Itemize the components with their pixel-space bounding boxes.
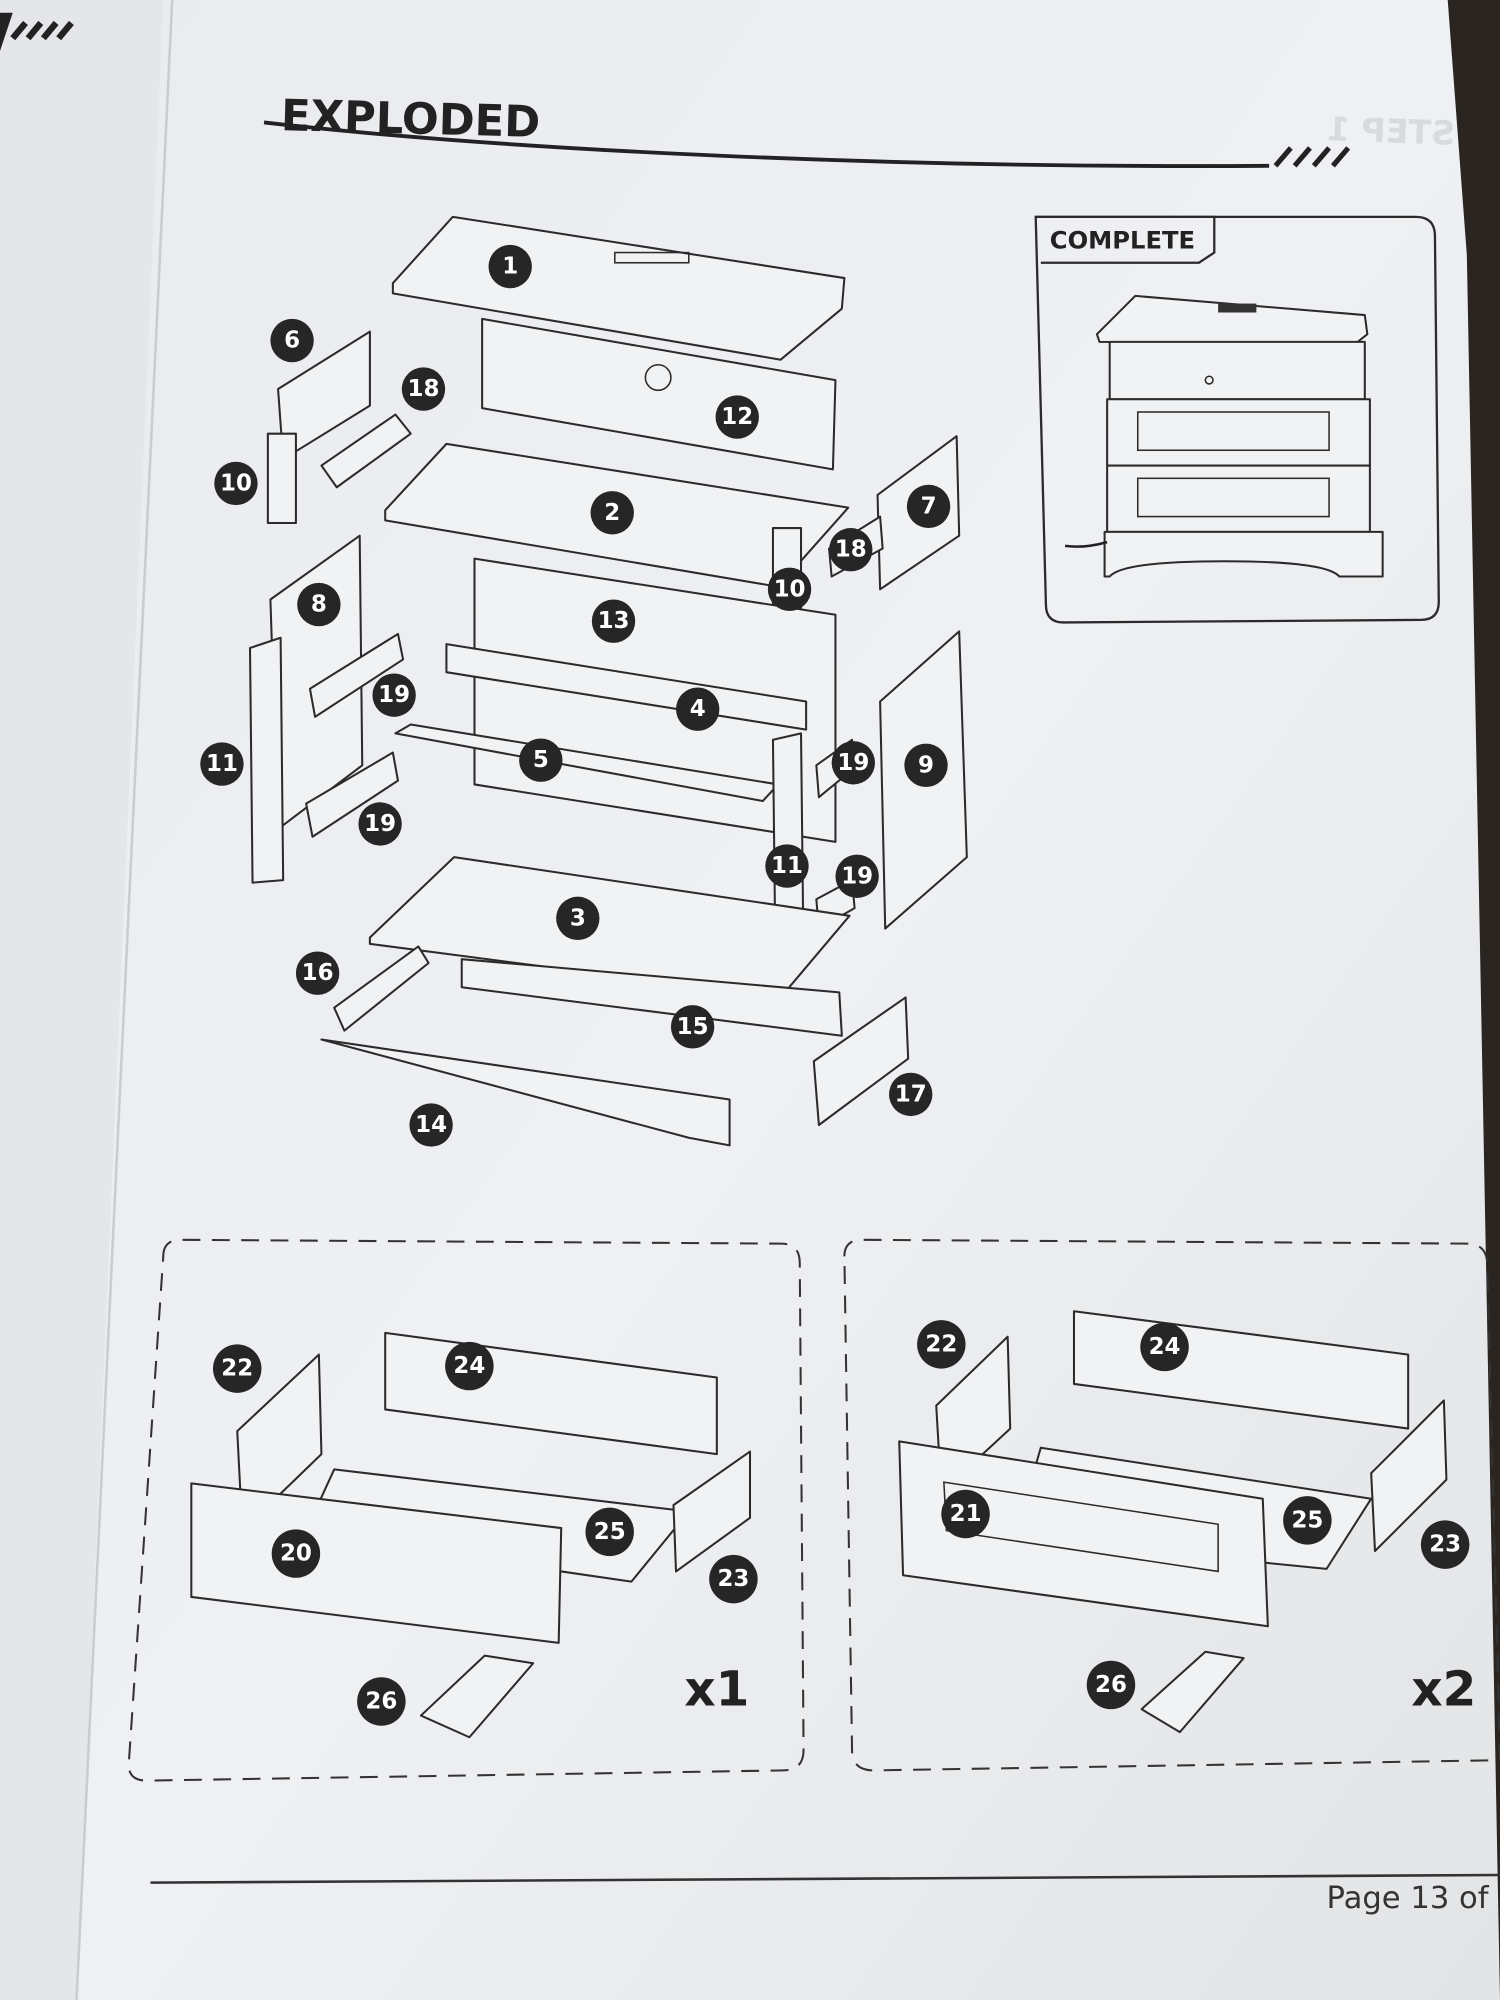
part-label: 25 [1291,1507,1323,1533]
part-label: 8 [311,592,327,618]
part-label: 17 [895,1081,927,1107]
part-label: 23 [717,1566,749,1592]
part-label: 4 [690,696,706,722]
step-label-showthrough: STEP 1 [1326,109,1455,152]
part-label: 10 [220,470,252,496]
part-label: 22 [221,1356,253,1382]
part-label: 19 [378,682,410,708]
quantity-single: x1 [684,1661,749,1717]
complete-label: COMPLETE [1050,227,1195,255]
part-label: 14 [415,1112,447,1138]
part-label: 24 [1149,1334,1181,1360]
section-title: EXPLODED [280,91,541,148]
part-label: 5 [533,747,549,773]
part-label: 19 [837,750,869,776]
part-label: 25 [594,1519,626,1545]
part-labels: 1 6 18 12 10 2 7 18 10 8 13 4 19 11 5 19… [200,244,951,1147]
complete-preview-box: COMPLETE [1034,215,1440,624]
part-label: 12 [721,404,753,430]
part-label: 21 [950,1501,982,1527]
drawer-assembly-double: 22 24 21 25 23 26 x2 [843,1238,1500,1772]
part-label: 24 [453,1353,485,1379]
part-label: 18 [835,537,867,563]
part-label: 19 [841,863,873,889]
nightstand-illustration [1064,294,1384,578]
part-label: 26 [1095,1672,1127,1698]
part-label: 11 [206,751,238,777]
part-label: 16 [302,960,334,986]
quantity-double: x2 [1411,1661,1476,1717]
section-header: EXPLODED STEP 1 [263,91,1456,168]
part-label: 13 [598,608,630,634]
footer-divider [150,1873,1500,1884]
part-label: 9 [918,752,934,778]
part-label: 18 [408,376,440,402]
part-label: 15 [677,1014,709,1040]
part-label: 1 [502,254,518,280]
part-label: 10 [774,576,806,602]
part-label: 6 [284,328,300,354]
part-label: 7 [921,493,937,519]
page-number: Page 13 of 4 [1327,1881,1500,1916]
part-label: 2 [604,500,620,526]
part-label: 3 [570,905,586,931]
part-label: 11 [771,853,803,879]
previous-page [0,0,173,2000]
part-label: 19 [364,811,396,837]
part-label: 20 [280,1541,312,1567]
part-label: 22 [925,1331,957,1357]
part-label: 23 [1429,1532,1461,1558]
part-label: 26 [365,1689,397,1715]
drawer-assembly-single: 22 24 20 25 23 26 x1 [127,1238,805,1782]
